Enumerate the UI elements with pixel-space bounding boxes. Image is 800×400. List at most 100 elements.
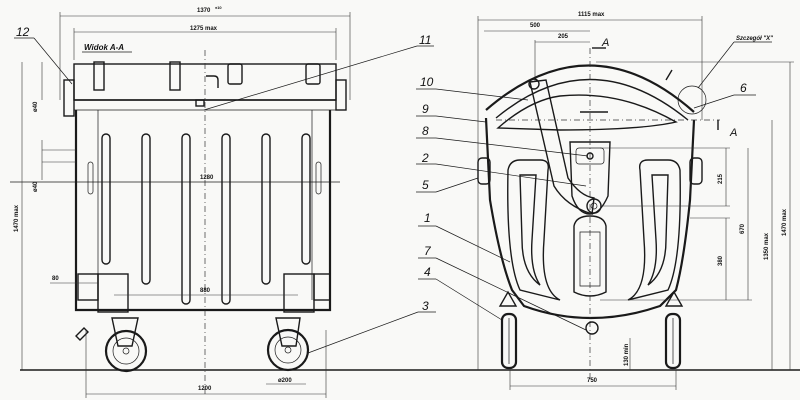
detail-x-label: Szczegół "X" (736, 36, 773, 42)
body-panel-center (573, 215, 607, 297)
lid-handle (305, 63, 321, 85)
dim-overall-width: 1370 (197, 8, 211, 14)
callout-label: 2 (421, 151, 429, 165)
caster-mount (664, 290, 684, 307)
callout-9: 9 (416, 102, 487, 123)
rim (112, 337, 140, 365)
pivot-bolt-inner (590, 202, 598, 210)
body-ribs (87, 133, 322, 305)
side-pin-left (63, 79, 75, 117)
leader (693, 94, 735, 109)
callout-11: 11 (203, 33, 434, 111)
brake-pedal (75, 327, 89, 341)
dim-1350: 1350 max (764, 232, 770, 260)
body-panel-right-inner (647, 174, 669, 286)
front-view-a-a: 1370 ±10 1275 max Widok A-A (10, 5, 800, 398)
dim-1470: 1470 max (782, 208, 788, 236)
callout-1: 1 (418, 211, 511, 263)
leader (307, 311, 419, 354)
callout-6: 6 (693, 81, 756, 109)
caster-mount-right (283, 273, 315, 313)
dim-foot: 80 (52, 276, 59, 282)
rib (141, 133, 151, 285)
body-panel-right (627, 159, 681, 301)
bin-body (74, 110, 332, 312)
lid-hook (206, 75, 219, 88)
dim-pin-a: ø40 (33, 101, 39, 112)
dim-215: 215 (718, 173, 724, 184)
callout-label: 12 (16, 25, 30, 39)
lid-lever (529, 79, 595, 215)
callout-label: 1 (424, 211, 431, 225)
leader (435, 257, 587, 331)
hub (284, 346, 292, 354)
rim (274, 336, 302, 364)
detail-x-circle (677, 85, 707, 115)
callout-label: 3 (422, 299, 429, 313)
section-marker-top: A (601, 37, 609, 49)
lock-part-11 (195, 99, 205, 107)
dim-overall-width: 1115 max (578, 12, 605, 18)
dim-wheelbase: 1200 (198, 386, 212, 392)
tire (500, 312, 518, 370)
lid-hinge (93, 61, 105, 91)
dim-pin-b: ø40 (33, 181, 39, 192)
side-handle-left (477, 157, 491, 185)
body-panel-left (507, 159, 561, 301)
callout-12: 12 (14, 25, 73, 85)
lever-hinge (528, 78, 540, 90)
callout-label: 10 (420, 75, 434, 89)
rib (181, 133, 191, 305)
leader (697, 41, 735, 89)
side-pin-right (335, 79, 347, 111)
caster-mount-left (97, 273, 129, 313)
callout-label: 4 (424, 265, 431, 279)
dim-ground-clearance: 130 min (624, 343, 630, 366)
leader (435, 225, 511, 263)
dim-670: 670 (740, 223, 746, 234)
dim-axle-width: 880 (200, 288, 211, 294)
lid-hinge (169, 61, 181, 91)
leader (435, 278, 503, 321)
caster-left (498, 290, 518, 370)
side-view: 1115 max 500 205 A (416, 12, 794, 390)
dim-inner-width: 1280 (200, 175, 214, 181)
foot-left (77, 273, 99, 301)
callout-10: 10 (416, 75, 529, 101)
callout-3: 3 (307, 299, 436, 354)
hub (122, 347, 130, 355)
wheel-right (266, 317, 310, 372)
dim-205: 205 (558, 34, 569, 40)
callout-label: 7 (424, 244, 432, 258)
caster-mount (498, 290, 518, 307)
foot-right (313, 273, 331, 301)
tire (664, 312, 682, 370)
tire (266, 328, 310, 372)
leader (33, 37, 73, 85)
callout-label: 5 (422, 178, 429, 192)
foot-pedal (585, 321, 599, 335)
section-marker-side: A (729, 127, 737, 139)
view-title: Widok A-A (84, 43, 124, 52)
callout-8: 8 (416, 124, 589, 157)
dim-500: 500 (530, 23, 541, 29)
callout-7: 7 (418, 244, 587, 331)
callout-5: 5 (416, 177, 479, 193)
callout-label: 9 (422, 102, 429, 116)
rib (101, 133, 111, 265)
leader (435, 163, 587, 187)
fork (275, 317, 301, 347)
body-panel-center-inner (579, 231, 601, 287)
lid-arc-inner (495, 78, 689, 121)
rib (261, 133, 271, 285)
callout-label: 6 (740, 81, 747, 95)
rib (221, 133, 231, 305)
leader (435, 115, 487, 123)
leader (435, 88, 529, 101)
leader (435, 137, 589, 157)
leader (435, 177, 479, 193)
dim-track: 750 (587, 378, 598, 384)
fork (111, 317, 139, 347)
tire (104, 329, 148, 373)
